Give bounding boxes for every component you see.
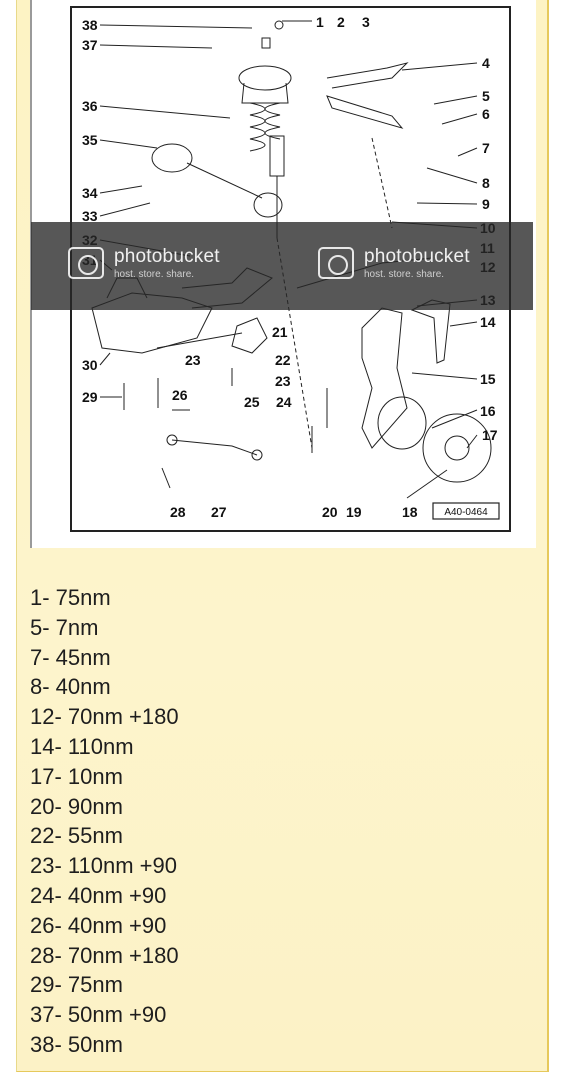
torque-spec-line: 12- 70nm +180 [30, 704, 179, 730]
watermark-brand: photobucket [364, 246, 470, 267]
part-number-3: 3 [362, 14, 370, 30]
part-number-2: 2 [337, 14, 345, 30]
watermark-left: photobucket host. store. share. [68, 246, 220, 280]
part-number-7: 7 [482, 140, 490, 156]
torque-spec-line: 1- 75nm [30, 585, 111, 610]
torque-spec-line: 17- 10nm [30, 763, 123, 789]
torque-spec-line: 37- 50nm +90 [30, 1002, 167, 1028]
watermark-tagline: host. store. share. [364, 269, 445, 280]
torque-spec-line: 20- 90nm [30, 793, 123, 819]
part-number-24: 24 [276, 394, 292, 410]
torque-spec-line: 23- 110nm +90 [30, 853, 177, 879]
part-number-23-lower: 23 [275, 373, 291, 389]
torque-spec-line: 14- 110nm [30, 733, 134, 759]
figure-code-box [432, 502, 500, 520]
photobucket-logo-icon [68, 247, 104, 279]
part-number-35: 35 [82, 132, 98, 148]
part-number-14: 14 [480, 314, 496, 330]
torque-spec-line: 29- 75nm [30, 972, 123, 998]
part-number-29: 29 [82, 389, 98, 405]
part-number-8: 8 [482, 175, 490, 191]
part-number-6: 6 [482, 106, 490, 122]
part-number-5: 5 [482, 88, 490, 104]
part-number-18: 18 [402, 504, 418, 520]
watermark-right: photobucket host. store. share. [318, 246, 470, 280]
watermark-brand: photobucket [114, 246, 220, 267]
diagram-drawing: 38 37 1 2 3 4 5 6 36 35 7 8 34 9 33 10 3… [82, 14, 500, 520]
torque-spec-line: 24- 40nm +90 [30, 882, 167, 908]
part-number-9: 9 [482, 196, 490, 212]
part-number-16: 16 [480, 403, 496, 419]
part-number-25: 25 [244, 394, 260, 410]
torque-spec-line: 28- 70nm +180 [30, 942, 179, 968]
part-number-33: 33 [82, 208, 98, 224]
part-number-30: 30 [82, 357, 98, 373]
part-number-23-upper: 23 [185, 352, 201, 368]
watermark-band [31, 222, 533, 310]
torque-spec-line: 38- 50nm [30, 1031, 123, 1057]
part-number-27: 27 [211, 504, 227, 520]
torque-spec-list: 1- 75nm 5- 7nm 7- 45nm 8- 40nm 12- 70nm … [30, 583, 430, 1060]
part-number-37: 37 [82, 37, 98, 53]
watermark-tagline: host. store. share. [114, 269, 195, 280]
part-number-19: 19 [346, 504, 362, 520]
part-number-17: 17 [482, 427, 498, 443]
part-number-26: 26 [172, 387, 188, 403]
torque-spec-line: 5- 7nm [30, 614, 99, 640]
torque-spec-line: 8- 40nm [30, 674, 111, 700]
torque-spec-line: 26- 40nm +90 [30, 912, 167, 938]
torque-spec-line: 22- 55nm [30, 823, 123, 849]
part-number-4: 4 [482, 55, 490, 71]
part-number-28: 28 [170, 504, 186, 520]
torque-spec-line: 7- 45nm [30, 644, 111, 670]
part-number-15: 15 [480, 371, 496, 387]
figure-code: A40-0464 [444, 507, 488, 518]
part-number-38: 38 [82, 17, 98, 33]
part-number-21: 21 [272, 324, 288, 340]
part-number-36: 36 [82, 98, 98, 114]
part-number-22: 22 [275, 352, 291, 368]
photobucket-logo-icon [318, 247, 354, 279]
part-number-34: 34 [82, 185, 98, 201]
part-number-1: 1 [316, 14, 324, 30]
part-number-20: 20 [322, 504, 338, 520]
